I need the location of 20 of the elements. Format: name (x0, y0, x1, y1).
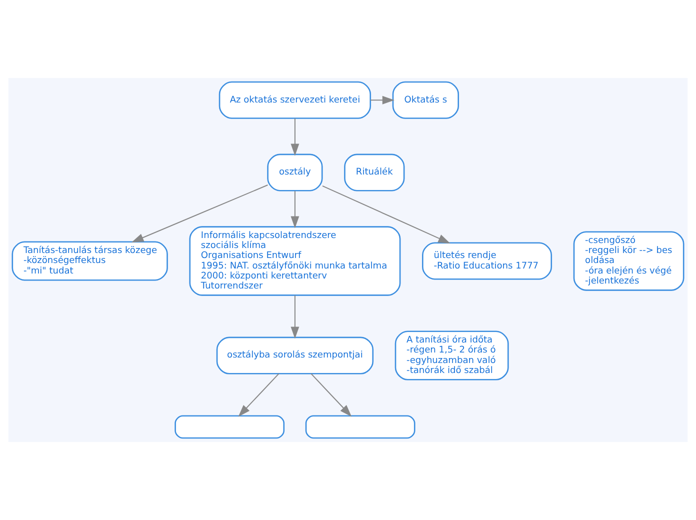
node-box: osztály (267, 154, 323, 192)
node-box: A tanítási óra időta -régen 1,5- 2 órás ó -egyhuzamban való -tanórák idő szabál (394, 330, 509, 380)
node-box: Rituálék (344, 154, 405, 192)
arrow (290, 191, 300, 228)
node-box (305, 415, 416, 439)
node-box: Informális kapcsolatrendszere szociális klíma Organisations Entwurf 1995: NAT. osztályfőnöki munka tartalma 2000: központi kerettanterv Tutorrendszer (189, 226, 401, 296)
arrow (310, 373, 352, 417)
arrow (132, 184, 268, 242)
arrow (322, 185, 450, 244)
arrow (238, 373, 280, 417)
node-box: Tanítás-tanulás társas közege -közönségeffektus -"mi" tudat (12, 241, 168, 281)
node-box: Az oktatás szervezeti keretei (218, 81, 372, 119)
arrow (370, 96, 394, 104)
arrow (290, 295, 300, 339)
node-box: ültetés rendje -Ratio Educations 1777 (422, 242, 552, 280)
node-box (174, 415, 285, 439)
node-box: Oktatás s (392, 81, 459, 119)
node-box: -csengőszó -reggeli kör --> bes oldása -óra elején és végé -jelentkezés (573, 231, 684, 291)
arrow (290, 118, 300, 156)
node-box: osztályba sorolás szempontjai (216, 336, 374, 374)
